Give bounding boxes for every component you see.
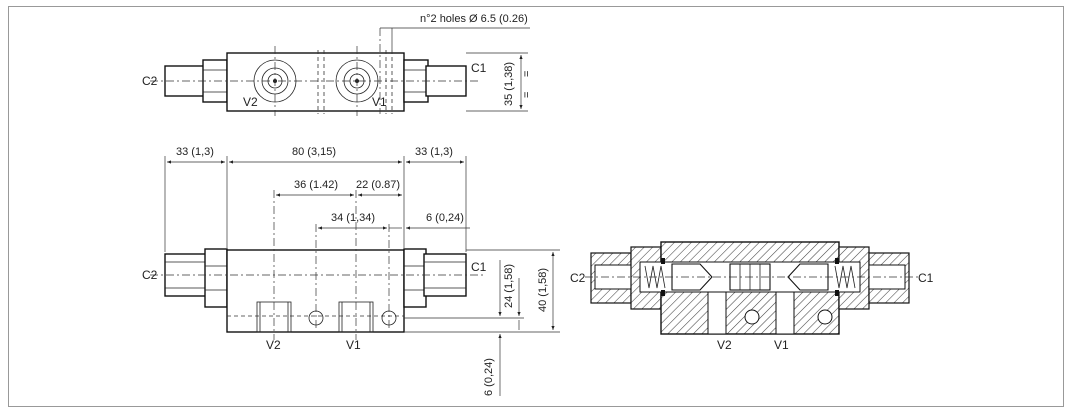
top-valve-v1-label: V1 <box>372 95 387 109</box>
dim-24: 24 (1,58) <box>503 264 515 308</box>
dim-22: 22 (0.87) <box>356 179 400 191</box>
section-view: C2 C1 V2 V1 <box>570 241 934 352</box>
front-port-c2: C2 <box>142 268 158 282</box>
svg-text:=: = <box>521 71 533 77</box>
front-valve-body <box>226 249 405 333</box>
dim-40: 40 (1,58) <box>537 268 549 312</box>
front-view: 33 (1,3) 80 (3,15) 33 (1,3) 36 (1.42) 22… <box>142 146 560 396</box>
front-left-fitting-hex <box>204 248 228 308</box>
dim-34: 34 (1,34) <box>331 212 375 224</box>
dim-left-fitting: 33 (1,3) <box>176 146 214 158</box>
sheet-border <box>8 6 1064 407</box>
top-view: n°2 holes Ø 6.5 (0.26) 35 (1,38) = = C2 … <box>142 13 533 116</box>
dim-6-bottom: 6 (0,24) <box>483 358 495 396</box>
dim-36: 36 (1.42) <box>294 179 338 191</box>
section-port-v2 <box>707 291 727 335</box>
front-port-c1: C1 <box>471 260 487 274</box>
front-valve-v2-label: V2 <box>266 338 281 352</box>
svg-text:=: = <box>521 92 533 98</box>
top-valve-v2-label: V2 <box>243 95 258 109</box>
dim-body-length: 80 (3,15) <box>292 146 336 158</box>
section-valve-v2-label: V2 <box>717 338 732 352</box>
top-valve-body <box>226 52 405 112</box>
top-port-c2: C2 <box>142 74 158 88</box>
top-height-dim: 35 (1,38) <box>503 62 515 106</box>
holes-note: n°2 holes Ø 6.5 (0.26) <box>420 13 528 25</box>
section-valve-v1-label: V1 <box>774 338 789 352</box>
dim-right-fitting: 33 (1,3) <box>415 146 453 158</box>
front-valve-v1-label: V1 <box>346 338 361 352</box>
top-port-c1: C1 <box>471 61 487 75</box>
front-right-fitting-hex <box>403 248 427 308</box>
section-port-v1 <box>775 291 795 335</box>
section-port-c2: C2 <box>570 271 586 285</box>
section-port-c1: C1 <box>918 271 934 285</box>
dim-6-top: 6 (0,24) <box>426 212 464 224</box>
section-poppet-right <box>787 263 829 291</box>
